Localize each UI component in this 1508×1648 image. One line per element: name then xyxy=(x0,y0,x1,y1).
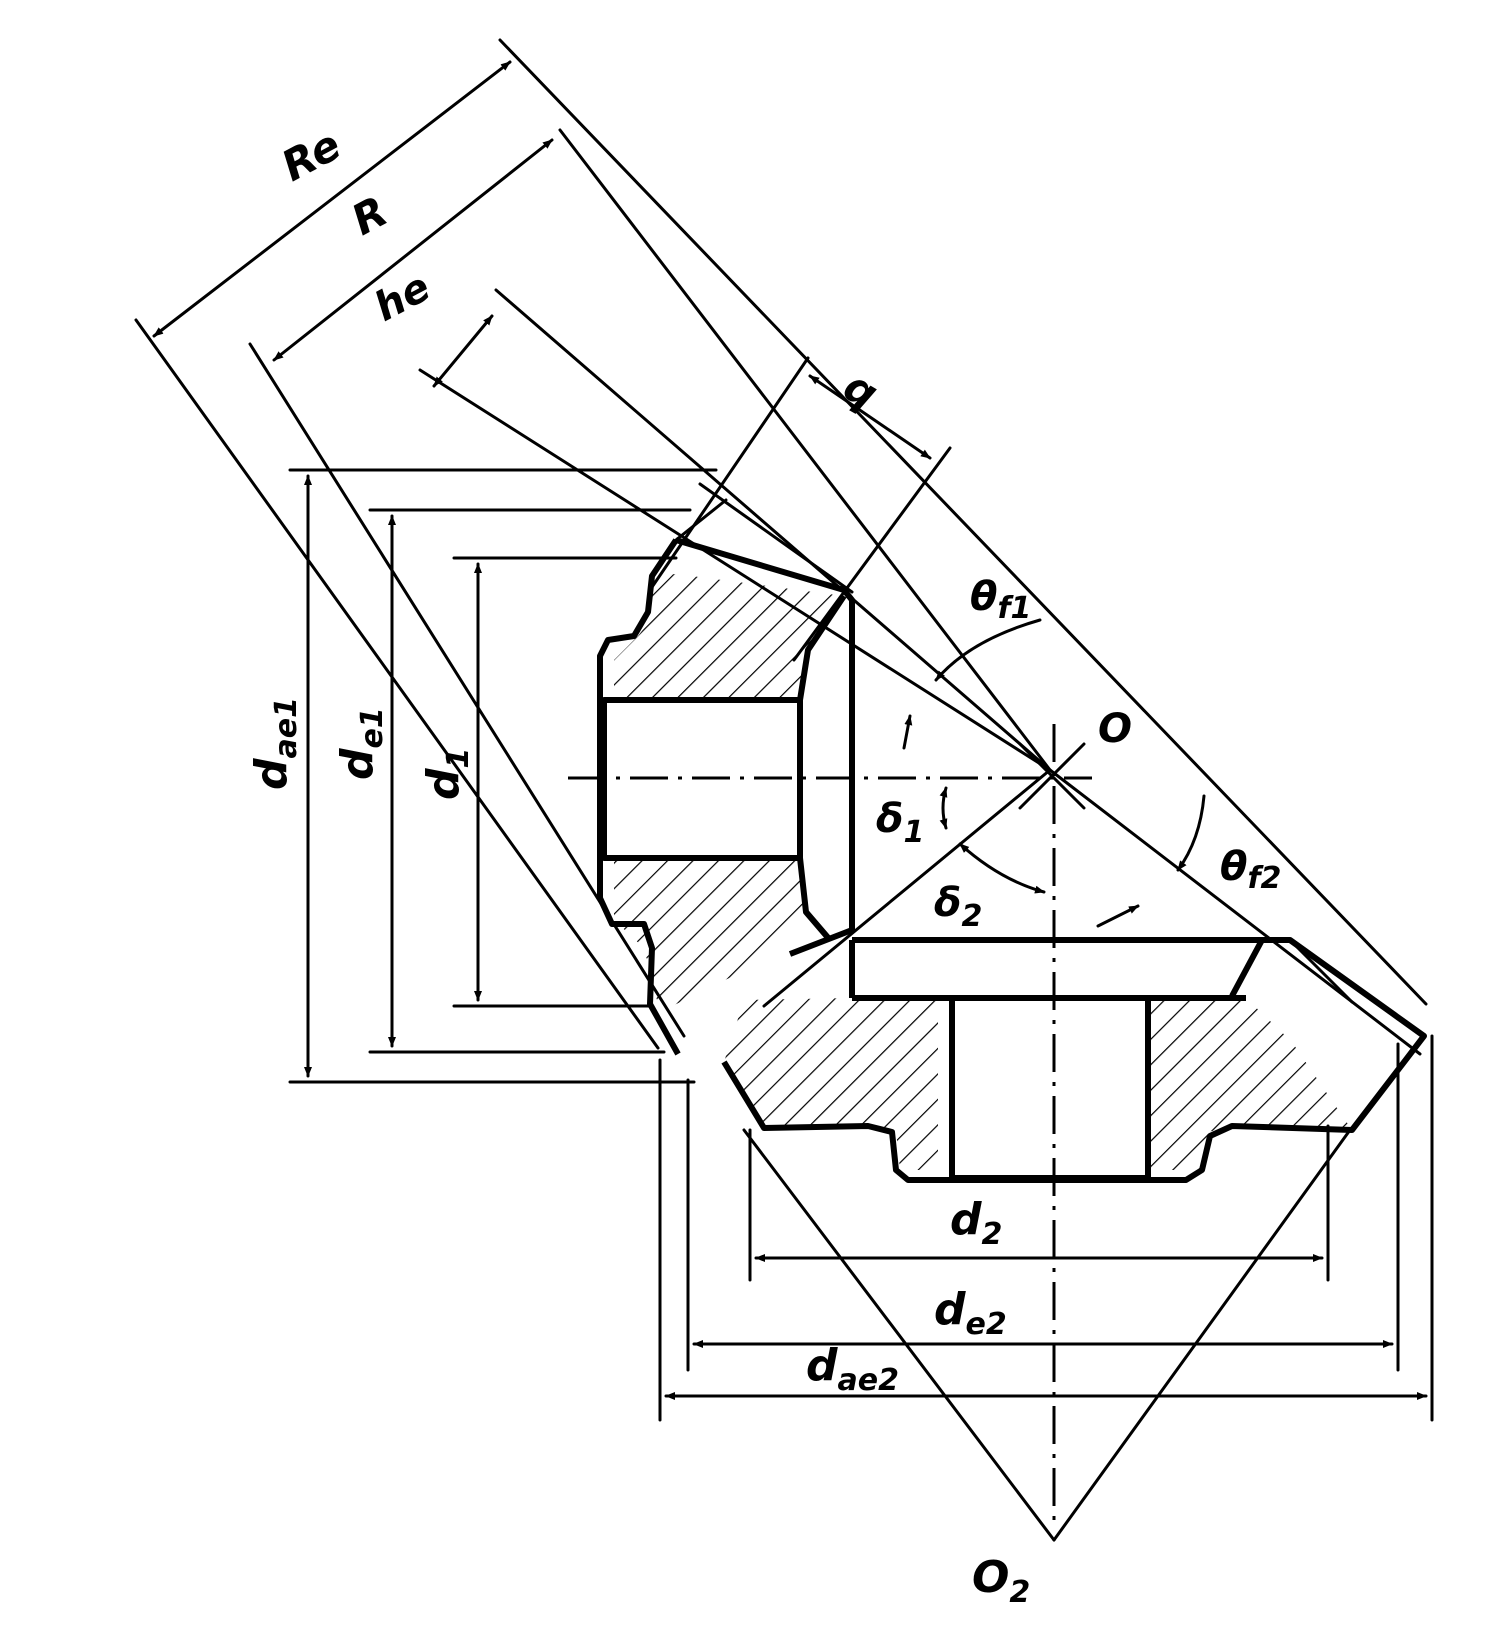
extension-lines xyxy=(288,468,1434,1422)
gear2-bore xyxy=(949,995,1151,1181)
label-de2: de2 xyxy=(934,1284,1007,1342)
cone-lines xyxy=(134,38,1428,1542)
theta-f1-arc xyxy=(934,618,1042,682)
theta-f1-arc-lower xyxy=(902,714,913,750)
label-de1: de1 xyxy=(332,707,390,780)
gear2-right-hatch xyxy=(1150,998,1352,1170)
label-dae2: dae2 xyxy=(806,1340,899,1398)
theta-f2-arc-lower xyxy=(1096,904,1140,928)
label-delta2: δ2 xyxy=(934,880,982,934)
delta2-arc xyxy=(958,842,1046,894)
label-d2: d2 xyxy=(950,1194,1002,1252)
dimension-arrows xyxy=(152,60,1428,1400)
label-Re: Re xyxy=(274,120,349,191)
R-dimension-line xyxy=(272,138,554,362)
label-R: R xyxy=(344,186,396,244)
pinion-face-wall xyxy=(797,594,847,942)
he-dimension-line xyxy=(432,314,494,388)
label-delta1: δ1 xyxy=(876,796,924,850)
delta1-arc xyxy=(939,786,948,830)
gear2-outline xyxy=(721,937,1427,1183)
pinion-upper-hatch xyxy=(614,574,844,700)
pinion-gear-section xyxy=(597,482,855,1056)
label-O: O xyxy=(1098,706,1132,752)
label-d1: d1 xyxy=(418,748,476,800)
gear2-section xyxy=(721,937,1427,1183)
pinion-lower-hatch xyxy=(614,858,806,1012)
label-theta-f2: θf2 xyxy=(1220,844,1281,896)
label-O2: O2 xyxy=(972,1552,1030,1610)
label-theta-f1: θf1 xyxy=(970,574,1031,626)
label-dae1: dae1 xyxy=(246,697,304,790)
b-dimension-line xyxy=(808,374,932,460)
axes xyxy=(568,724,1092,1520)
label-he: he xyxy=(367,264,438,331)
Re-dimension-line xyxy=(152,60,512,338)
theta-f2-arc xyxy=(1176,794,1206,872)
